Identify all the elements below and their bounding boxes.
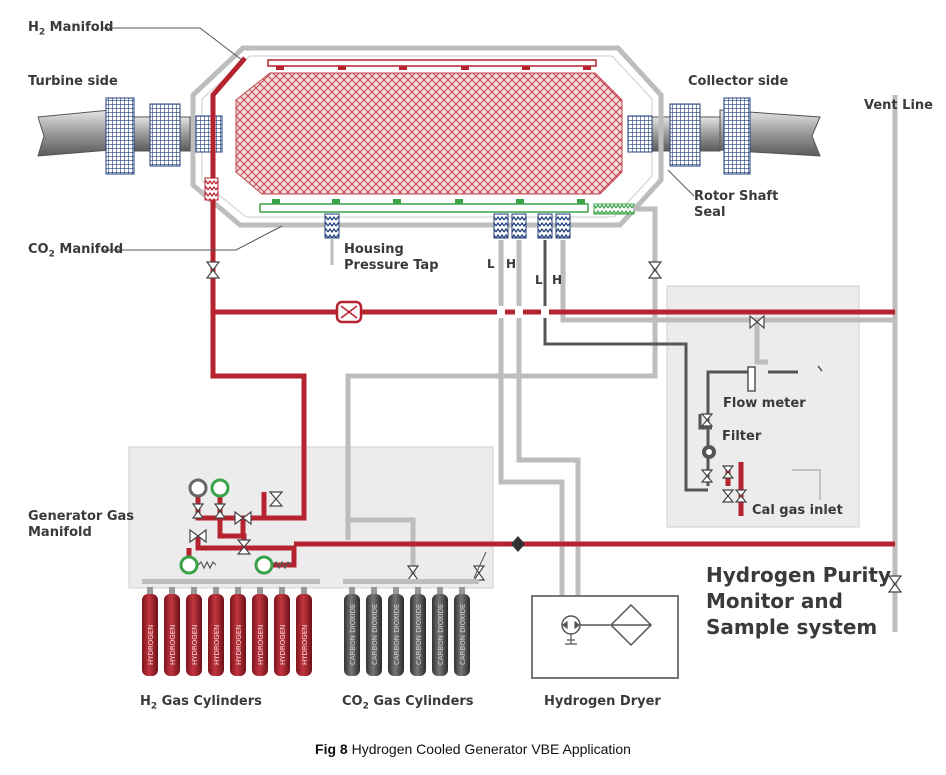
housing-pressure-tap-label-2: Pressure Tap bbox=[344, 258, 439, 273]
leader-lines bbox=[102, 27, 695, 579]
co2-cylinder-label: CARBON DIOXIDE bbox=[437, 604, 445, 665]
purity-monitor-title-line-2: Monitor and bbox=[706, 589, 843, 613]
h2-cylinder: HYDROGEN bbox=[208, 587, 224, 676]
turbine-coil-outer bbox=[105, 97, 135, 175]
turbine-coil-mid bbox=[149, 103, 181, 167]
h2-manifold-label: H2 Manifold bbox=[28, 20, 114, 38]
co2-cylinder: CARBON DIOXIDE bbox=[366, 587, 382, 676]
h2-cylinder-label: HYDROGEN bbox=[235, 625, 243, 665]
collector-side-label: Collector side bbox=[688, 74, 789, 89]
regulator-springs bbox=[197, 560, 292, 570]
h2-cylinder-label: HYDROGEN bbox=[191, 625, 199, 665]
co2-cylinder-label: CARBON DIOXIDE bbox=[459, 604, 467, 665]
check-diamond bbox=[511, 536, 525, 552]
rotor-shaft-seal-label-2: Seal bbox=[694, 205, 726, 220]
hydrogen-line-gaps bbox=[497, 306, 549, 318]
filter-element-core bbox=[706, 449, 712, 455]
figure-caption-text: Hydrogen Cooled Generator VBE Applicatio… bbox=[347, 741, 631, 757]
flow-meter-label: Flow meter bbox=[723, 396, 806, 411]
h2-cylinder: HYDROGEN bbox=[186, 587, 202, 676]
flow-meter bbox=[747, 366, 756, 392]
tap-l2-label: L bbox=[535, 273, 543, 287]
hydrogen-dryer-label: Hydrogen Dryer bbox=[544, 694, 661, 709]
figure-caption: Fig 8 Hydrogen Cooled Generator VBE Appl… bbox=[0, 741, 946, 757]
h2-cylinder-label: HYDROGEN bbox=[169, 625, 177, 665]
h2-cylinder-label: HYDROGEN bbox=[301, 625, 309, 665]
h2-manifold-bar bbox=[267, 59, 597, 67]
turbine-side-label: Turbine side bbox=[28, 74, 118, 89]
h2-cylinders: HYDROGEN HYDROGEN HYDROGEN HYDROGEN HYDROGEN… bbox=[142, 587, 312, 676]
rotor-shaft-seal-label-1: Rotor Shaft bbox=[694, 189, 779, 204]
purity-monitor-title: Hydrogen Purity Monitor and Sample syste… bbox=[706, 562, 891, 640]
co2-cylinder: CARBON DIOXIDE bbox=[454, 587, 470, 676]
dryer-pump-symbol bbox=[562, 620, 580, 645]
dryer-filter bbox=[609, 603, 653, 647]
vent-line-label: Vent Line bbox=[864, 98, 933, 113]
co2-manifold-bar bbox=[259, 203, 589, 213]
h2-inlet-filter bbox=[204, 177, 219, 201]
co2-cylinder-label: CARBON DIOXIDE bbox=[349, 604, 357, 665]
h2-cylinder: HYDROGEN bbox=[274, 587, 290, 676]
co2-cylinders-label: CO2 Gas Cylinders bbox=[342, 694, 474, 712]
pressure-tap-filters bbox=[493, 213, 571, 239]
figure-number: Fig 8 bbox=[315, 741, 348, 757]
purity-monitor-corner bbox=[792, 469, 821, 500]
co2-manifold-nozzles bbox=[272, 199, 585, 204]
h2-cylinder: HYDROGEN bbox=[164, 587, 180, 676]
co2-cylinder-label: CARBON DIOXIDE bbox=[371, 604, 379, 665]
turbine-shaft bbox=[37, 109, 111, 157]
pressure-gauges bbox=[179, 478, 274, 575]
collector-coil-outer bbox=[723, 97, 751, 175]
seal-filter bbox=[593, 203, 635, 215]
h2-cylinders-label: H2 Gas Cylinders bbox=[140, 694, 262, 712]
tap-h1-label: H bbox=[506, 257, 517, 271]
co2-cylinder-label: CARBON DIOXIDE bbox=[415, 604, 423, 665]
co2-cylinder: CARBON DIOXIDE bbox=[410, 587, 426, 676]
rotor-core bbox=[235, 72, 623, 195]
housing-pressure-tap-label-1: Housing bbox=[344, 242, 404, 257]
h2-cylinder-label: HYDROGEN bbox=[213, 625, 221, 665]
co2-manifold-label: CO2 Manifold bbox=[28, 242, 124, 260]
generator-gas-manifold-label-1: Generator Gas bbox=[28, 509, 135, 524]
generator-gas-manifold-label-2: Manifold bbox=[28, 525, 92, 540]
tap-l1-label: L bbox=[487, 257, 495, 271]
cal-gas-inlet-label: Cal gas inlet bbox=[752, 503, 843, 518]
filter-label: Filter bbox=[722, 429, 762, 444]
main-line-valve-symbol bbox=[340, 305, 358, 319]
h2-cylinder: HYDROGEN bbox=[142, 587, 158, 676]
co2-cylinder: CARBON DIOXIDE bbox=[388, 587, 404, 676]
purity-monitor-title-line-3: Sample system bbox=[706, 615, 878, 639]
h2-cylinder: HYDROGEN bbox=[230, 587, 246, 676]
h2-cylinder: HYDROGEN bbox=[296, 587, 312, 676]
co2-cylinder: CARBON DIOXIDE bbox=[344, 587, 360, 676]
collector-coil-mid bbox=[669, 103, 701, 167]
co2-cylinder-header bbox=[343, 579, 479, 584]
hydrogen-dryer-box bbox=[531, 595, 679, 679]
housing-tap-filter bbox=[324, 213, 340, 239]
h2-manifold-nozzles bbox=[276, 66, 591, 70]
tap-h2-label: H bbox=[552, 273, 563, 287]
h2-cylinder-label: HYDROGEN bbox=[147, 625, 155, 665]
co2-cylinder-label: CARBON DIOXIDE bbox=[393, 604, 401, 665]
co2-cylinder: CARBON DIOXIDE bbox=[432, 587, 448, 676]
purity-monitor-title-line-1: Hydrogen Purity bbox=[706, 563, 891, 587]
h2-cylinder-header bbox=[142, 579, 320, 584]
valves bbox=[189, 261, 903, 593]
h2-cylinder-label: HYDROGEN bbox=[279, 625, 287, 665]
generator-housing bbox=[190, 45, 664, 228]
purity-monitor-return bbox=[817, 365, 823, 372]
h2-cylinder: HYDROGEN bbox=[252, 587, 268, 676]
collector-coil-inner bbox=[627, 115, 653, 153]
co2-cylinders: CARBON DIOXIDE CARBON DIOXIDE CARBON DIOXI… bbox=[344, 587, 470, 676]
turbine-coil-inner bbox=[195, 115, 223, 153]
h2-cylinder-label: HYDROGEN bbox=[257, 625, 265, 665]
